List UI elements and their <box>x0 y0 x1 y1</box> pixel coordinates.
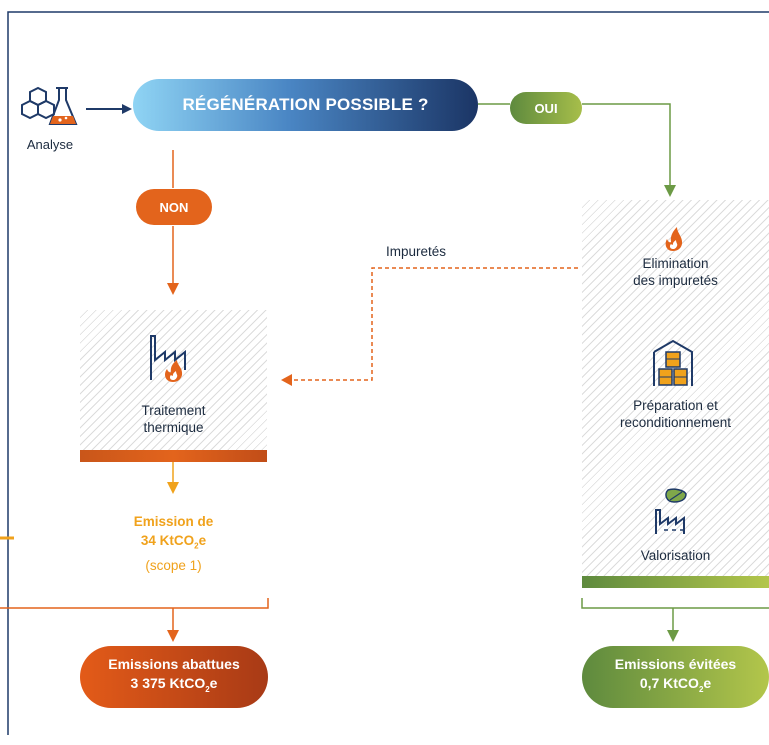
regeneration-question: RÉGÉNÉRATION POSSIBLE ? <box>133 79 478 131</box>
yes-badge: OUI <box>510 92 582 124</box>
no-arrowhead <box>167 283 179 295</box>
analyse-arrowhead <box>122 104 132 114</box>
abated-emissions-result: Emissions abattues 3 375 KtCO2e <box>80 646 268 708</box>
step-valorisation-label: Valorisation <box>640 548 711 563</box>
right-bracket <box>581 598 769 609</box>
avoided-emissions-result: Emissions évitées 0,7 KtCO2e <box>582 646 769 708</box>
impurities-label: Impuretés <box>385 244 447 259</box>
thermal-treatment-bar <box>80 450 267 462</box>
step-elimination-label: Elimination des impuretés <box>633 256 718 288</box>
yes-arrowhead <box>664 185 676 197</box>
left-bracket <box>0 598 269 609</box>
factory-flame-icon <box>145 330 201 386</box>
analyse-label: Analyse <box>26 137 74 152</box>
yes-badge-label: OUI <box>534 100 558 116</box>
emission-arrowhead <box>167 482 179 494</box>
molecule-flask-icon <box>20 84 80 132</box>
barrels-icon <box>650 338 696 388</box>
regeneration-question-label: RÉGÉNÉRATION POSSIBLE ? <box>182 95 429 114</box>
abated-emissions-line-1: Emissions abattues <box>108 656 240 673</box>
abated-emissions-line-2: 3 375 KtCO2e <box>130 675 218 694</box>
regeneration-steps-bar <box>582 576 769 588</box>
right-result-arrowhead <box>667 630 679 642</box>
no-badge: NON <box>136 189 212 225</box>
emission-line-3: (scope 1) <box>145 557 202 573</box>
thermal-treatment-label: Traitement thermique <box>141 403 206 435</box>
impurities-dashed-line <box>292 267 578 381</box>
avoided-emissions-line-2: 0,7 KtCO2e <box>639 675 712 694</box>
impurities-arrowhead <box>281 374 292 386</box>
left-result-arrowhead <box>167 630 179 642</box>
yes-branch-line-2 <box>582 103 671 186</box>
regeneration-steps-box <box>582 200 769 576</box>
outer-frame-line <box>7 11 769 735</box>
green-factory-icon <box>652 488 696 536</box>
emission-text: Emission de 34 KtCO2e (scope 1) <box>80 512 267 575</box>
emission-line-1: Emission de <box>133 514 214 529</box>
avoided-emissions-line-1: Emissions évitées <box>614 656 737 673</box>
no-badge-label: NON <box>159 199 189 215</box>
flame-icon <box>662 224 684 252</box>
emission-line-2: 34 KtCO2e <box>140 533 207 551</box>
step-preparation-label: Préparation et reconditionnement <box>619 398 732 430</box>
